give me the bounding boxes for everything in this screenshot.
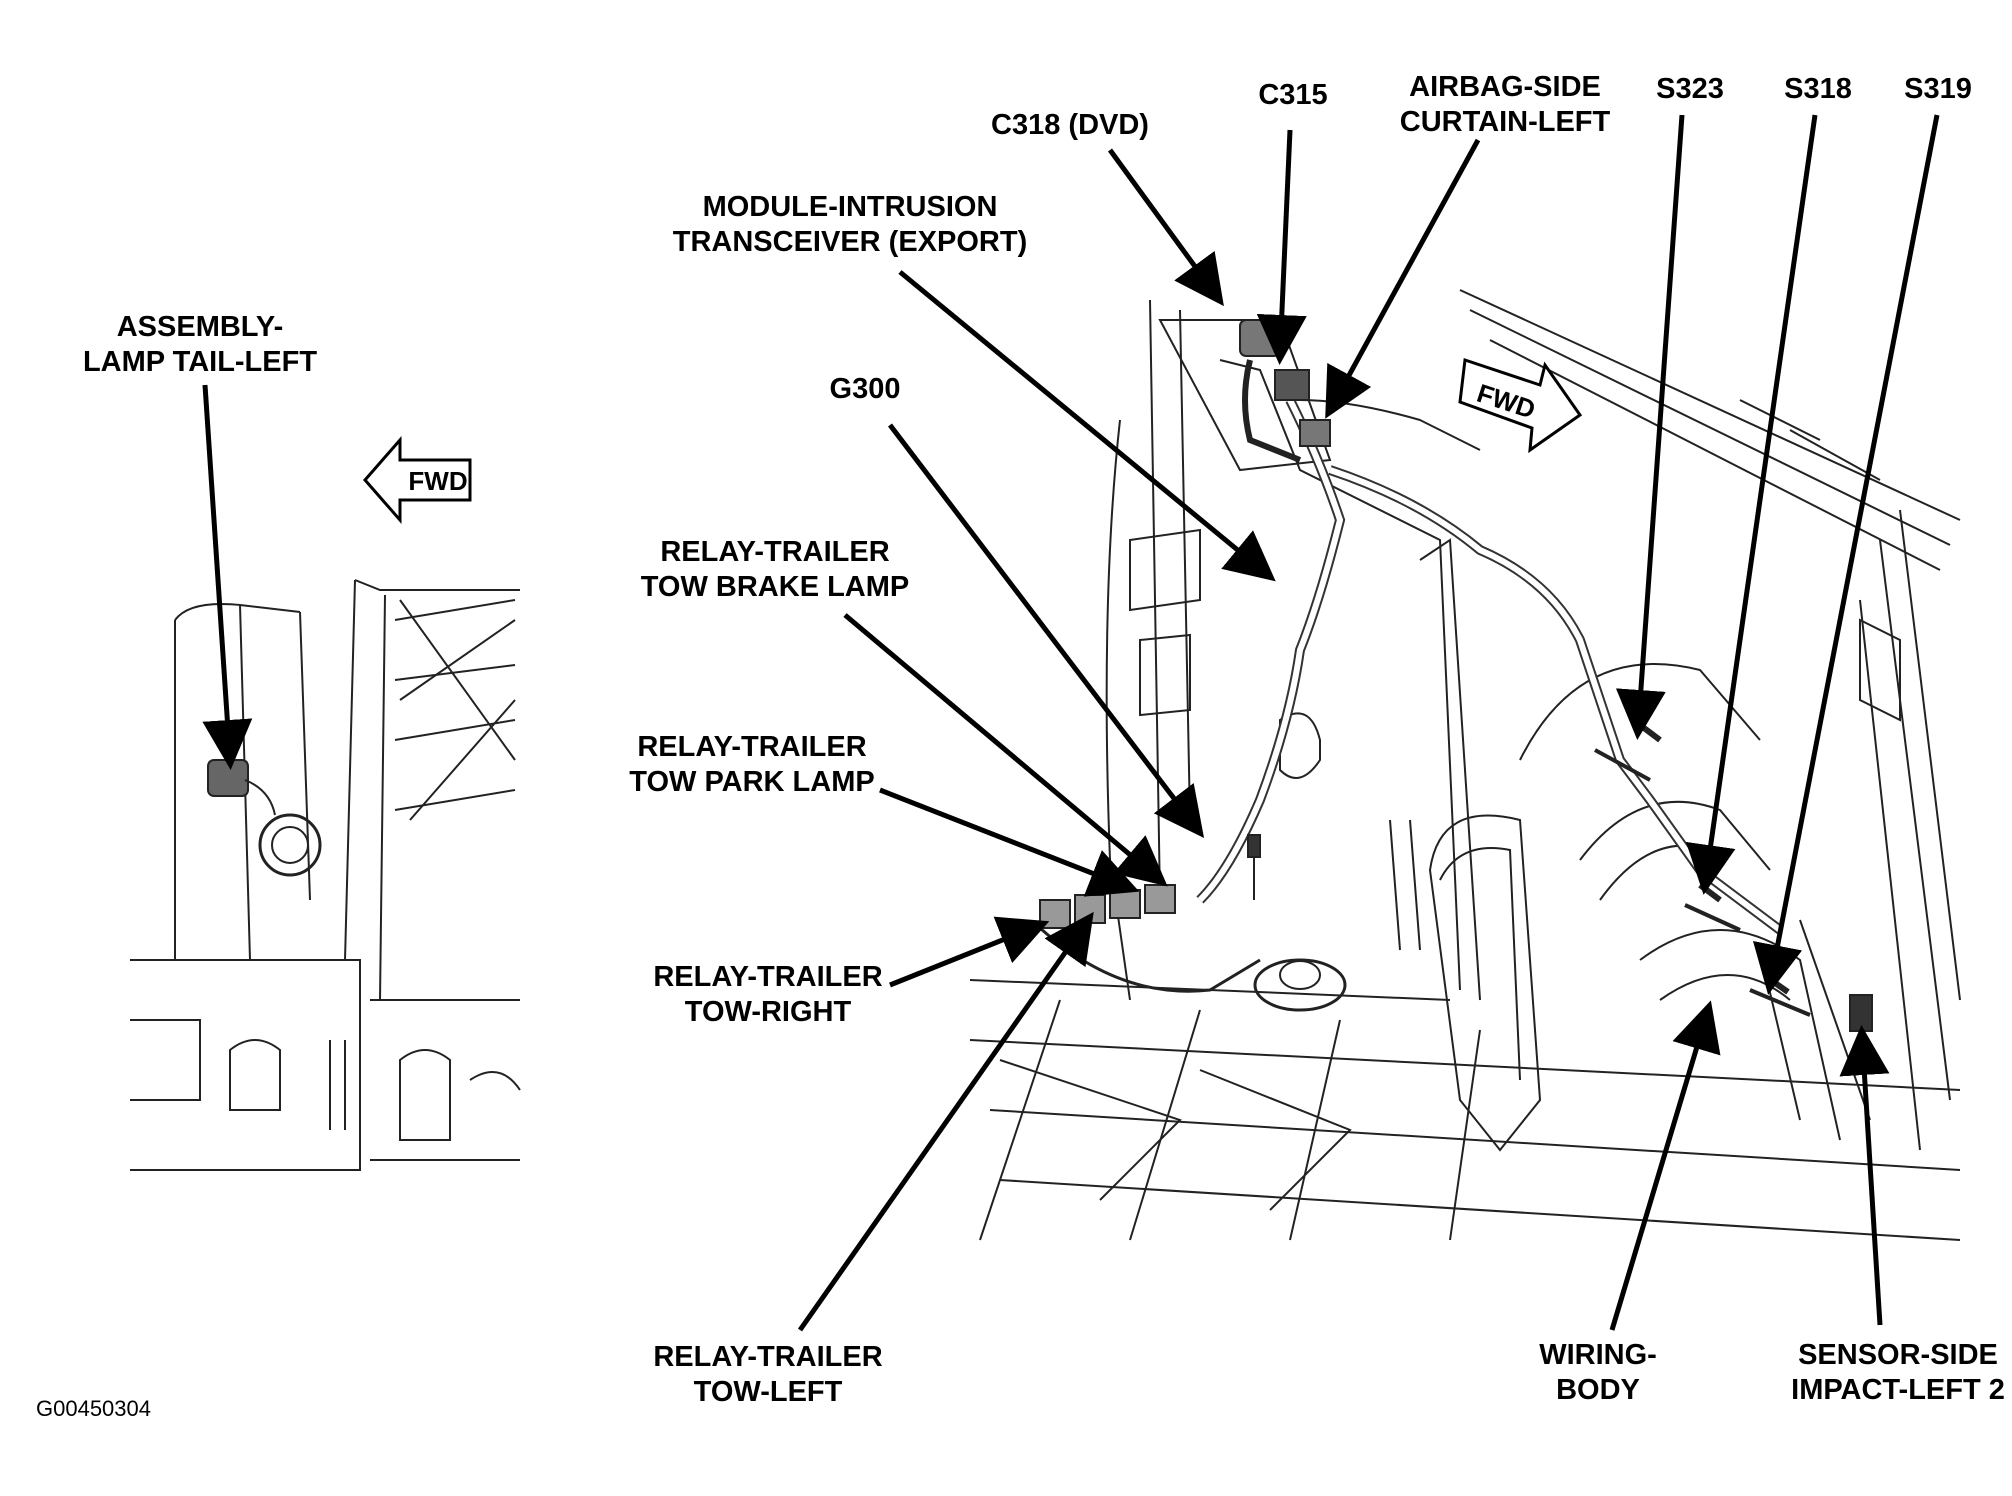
label-module-intrusion-transceiver: MODULE-INTRUSION TRANSCEIVER (EXPORT) xyxy=(672,191,1028,258)
label-relay-trailer-tow-brake-lamp: RELAY-TRAILER TOW BRAKE LAMP xyxy=(640,536,910,603)
leader-g300 xyxy=(888,423,1205,838)
leader-tow-right xyxy=(889,916,1050,988)
leader-assembly-lamp xyxy=(202,384,253,770)
leader-wiring-body xyxy=(1609,1000,1721,1331)
label-relay-trailer-tow-left: RELAY-TRAILER TOW-LEFT xyxy=(653,1341,883,1408)
cargo-area-art xyxy=(969,289,1961,1241)
leader-c315 xyxy=(1256,129,1307,365)
leader-arrows xyxy=(202,114,1940,1332)
leader-tow-brake xyxy=(843,613,1168,887)
leader-c318 xyxy=(1107,148,1224,307)
label-c315: C315 xyxy=(1258,79,1328,111)
label-g300: G300 xyxy=(829,373,901,405)
leader-tow-park xyxy=(879,787,1140,897)
fwd-arrow-right: FWD xyxy=(1458,357,1583,454)
label-sensor-side-impact-left-2: SENSOR-SIDE IMPACT-LEFT 2 xyxy=(1791,1339,2005,1406)
leader-s318 xyxy=(1685,114,1818,895)
label-airbag-side-curtain-left: AIRBAG-SIDE CURTAIN-LEFT xyxy=(1399,71,1611,138)
label-c318-dvd: C318 (DVD) xyxy=(991,109,1149,141)
label-s318: S318 xyxy=(1784,73,1852,105)
leader-module-intrusion xyxy=(898,270,1276,582)
leader-airbag xyxy=(1325,138,1481,419)
label-s323: S323 xyxy=(1656,73,1724,105)
leader-sensor-side xyxy=(1839,1025,1890,1326)
leader-s319 xyxy=(1752,114,1940,995)
leader-s323 xyxy=(1615,114,1685,740)
label-wiring-body: WIRING- BODY xyxy=(1539,1339,1657,1406)
fwd-arrow-left: FWD xyxy=(363,436,472,524)
fwd-text-left: FWD xyxy=(408,466,467,496)
tail-lamp-inset xyxy=(130,579,521,1171)
label-relay-trailer-tow-park-lamp: RELAY-TRAILER TOW PARK LAMP xyxy=(629,731,875,798)
label-relay-trailer-tow-right: RELAY-TRAILER TOW-RIGHT xyxy=(653,961,883,1028)
label-assembly-lamp-tail-left: ASSEMBLY- LAMP TAIL-LEFT xyxy=(82,311,318,378)
label-s319: S319 xyxy=(1904,73,1972,105)
figure-id: G00450304 xyxy=(36,1396,151,1421)
leader-tow-left xyxy=(797,911,1094,1332)
